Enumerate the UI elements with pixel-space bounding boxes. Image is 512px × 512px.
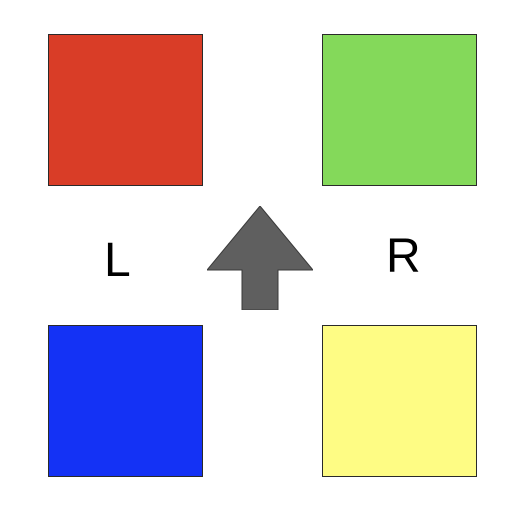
yellow-square: [322, 325, 477, 477]
red-square: [48, 34, 203, 186]
blue-square: [48, 325, 203, 477]
green-square: [322, 34, 477, 186]
up-arrow-icon: [207, 206, 313, 310]
left-label: L: [104, 234, 131, 287]
right-label: R: [386, 230, 421, 283]
